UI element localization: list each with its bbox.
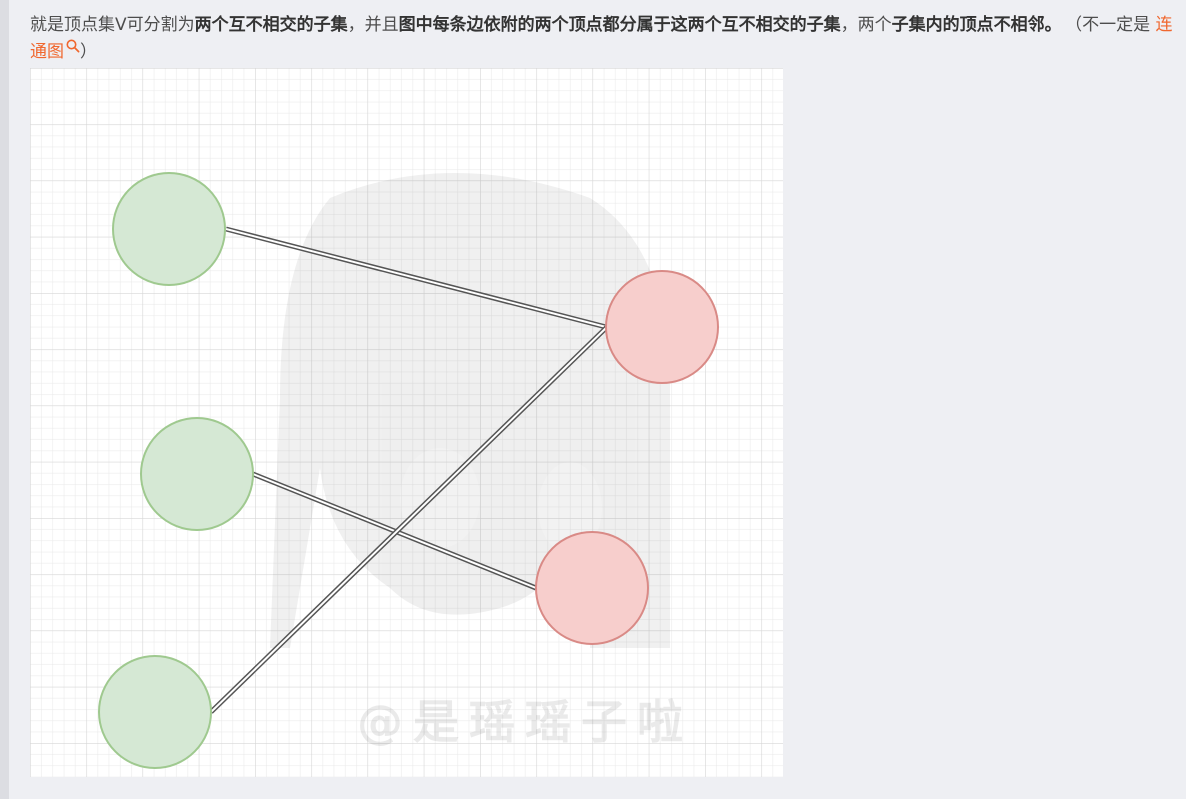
article-paragraph: 就是顶点集V可分割为两个互不相交的子集，并且图中每条边依附的两个顶点都分属于这两…	[30, 12, 1175, 66]
right-vertex-2	[535, 531, 649, 645]
bipartite-graph-figure: @是瑶瑶子啦	[30, 68, 783, 777]
watermark-text: @是瑶瑶子啦	[357, 695, 693, 749]
edge-left3-right1	[209, 325, 609, 714]
text-paren-open: （不一定是	[1073, 15, 1156, 35]
bold-text-not-adjacent: 子集内的顶点不相邻。	[891, 15, 1062, 35]
page-left-border	[0, 0, 9, 799]
search-icon	[66, 39, 80, 53]
text-paren-close: ）	[80, 42, 97, 62]
link-label: 连通图	[30, 15, 1173, 62]
connected-graph-link[interactable]: 连通图	[30, 15, 1173, 62]
left-vertex-3	[98, 655, 212, 769]
text-segment: 就是顶点集V可分割为	[30, 15, 195, 35]
text-segment: ，并且	[347, 15, 399, 35]
text-segment: ，两个	[840, 15, 892, 35]
left-vertex-2	[140, 417, 254, 531]
right-vertex-1	[605, 270, 719, 384]
edge-left1-right1	[225, 226, 607, 330]
bold-text-two-disjoint-subsets: 两个互不相交的子集	[194, 15, 348, 35]
left-vertex-1	[112, 172, 226, 286]
bold-text-edge-rule: 图中每条边依附的两个顶点都分属于这两个互不相交的子集	[398, 15, 841, 35]
